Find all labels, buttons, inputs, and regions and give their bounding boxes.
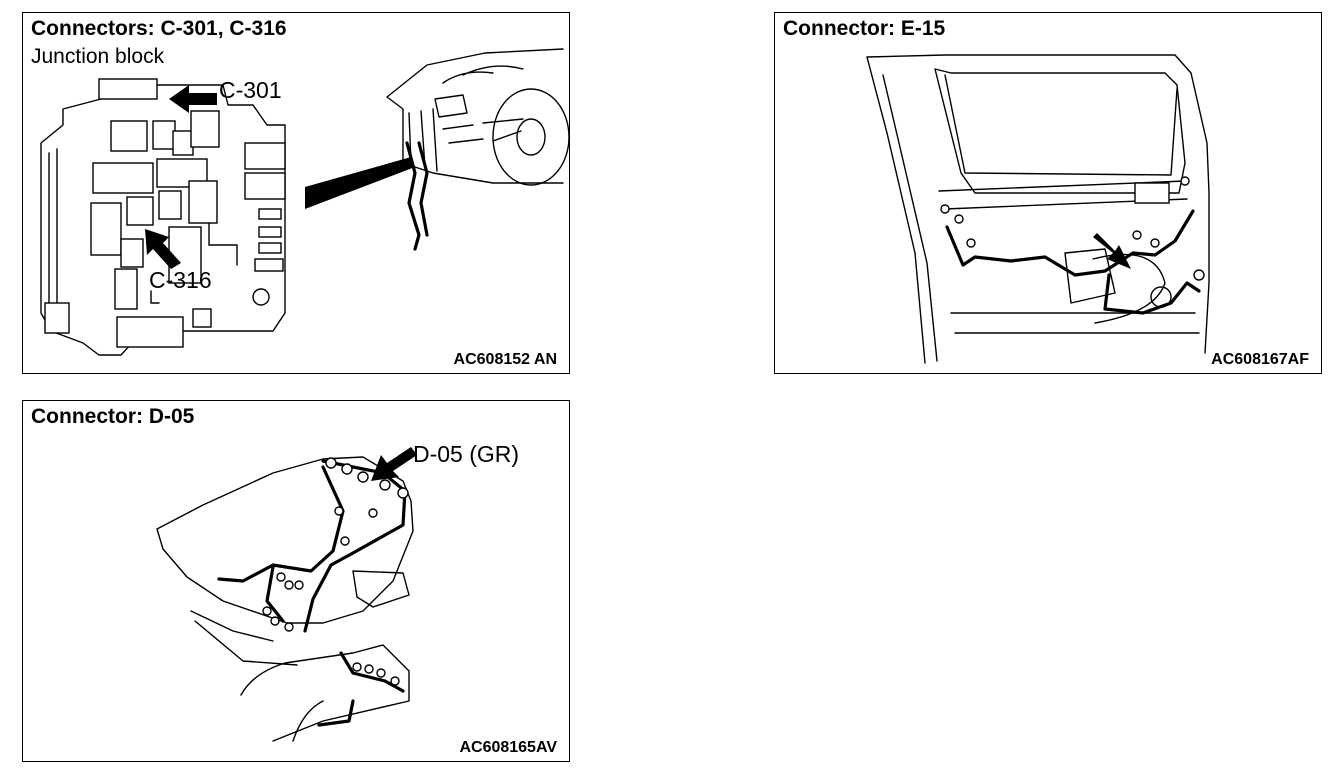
panel-rear: Connector: D-05 D-05 (GR) AC608165AV (22, 400, 570, 762)
rear-harness-illustration (156, 447, 417, 742)
callout-d05: D-05 (GR) (413, 441, 520, 467)
figure-code: AC608165AV (459, 739, 557, 756)
junction-block-illustration (40, 48, 569, 356)
door-illustration (866, 54, 1210, 364)
callout-c316: C-316 (149, 267, 212, 293)
figure-code: AC608167AF (1211, 351, 1309, 368)
panel-junction-block: Connectors: C-301, C-316 Junction block … (22, 12, 570, 374)
figure-code: AC608152 AN (453, 351, 557, 368)
callout-c301: C-301 (219, 77, 282, 103)
panel-title: Connector: E-15 (783, 17, 946, 40)
panel-title: Connectors: C-301, C-316 (31, 17, 287, 40)
panel-title: Connector: D-05 (31, 405, 195, 428)
panel-subtitle: Junction block (31, 45, 165, 68)
panel-door: Connector: E-15 AC608167AF (774, 12, 1322, 374)
